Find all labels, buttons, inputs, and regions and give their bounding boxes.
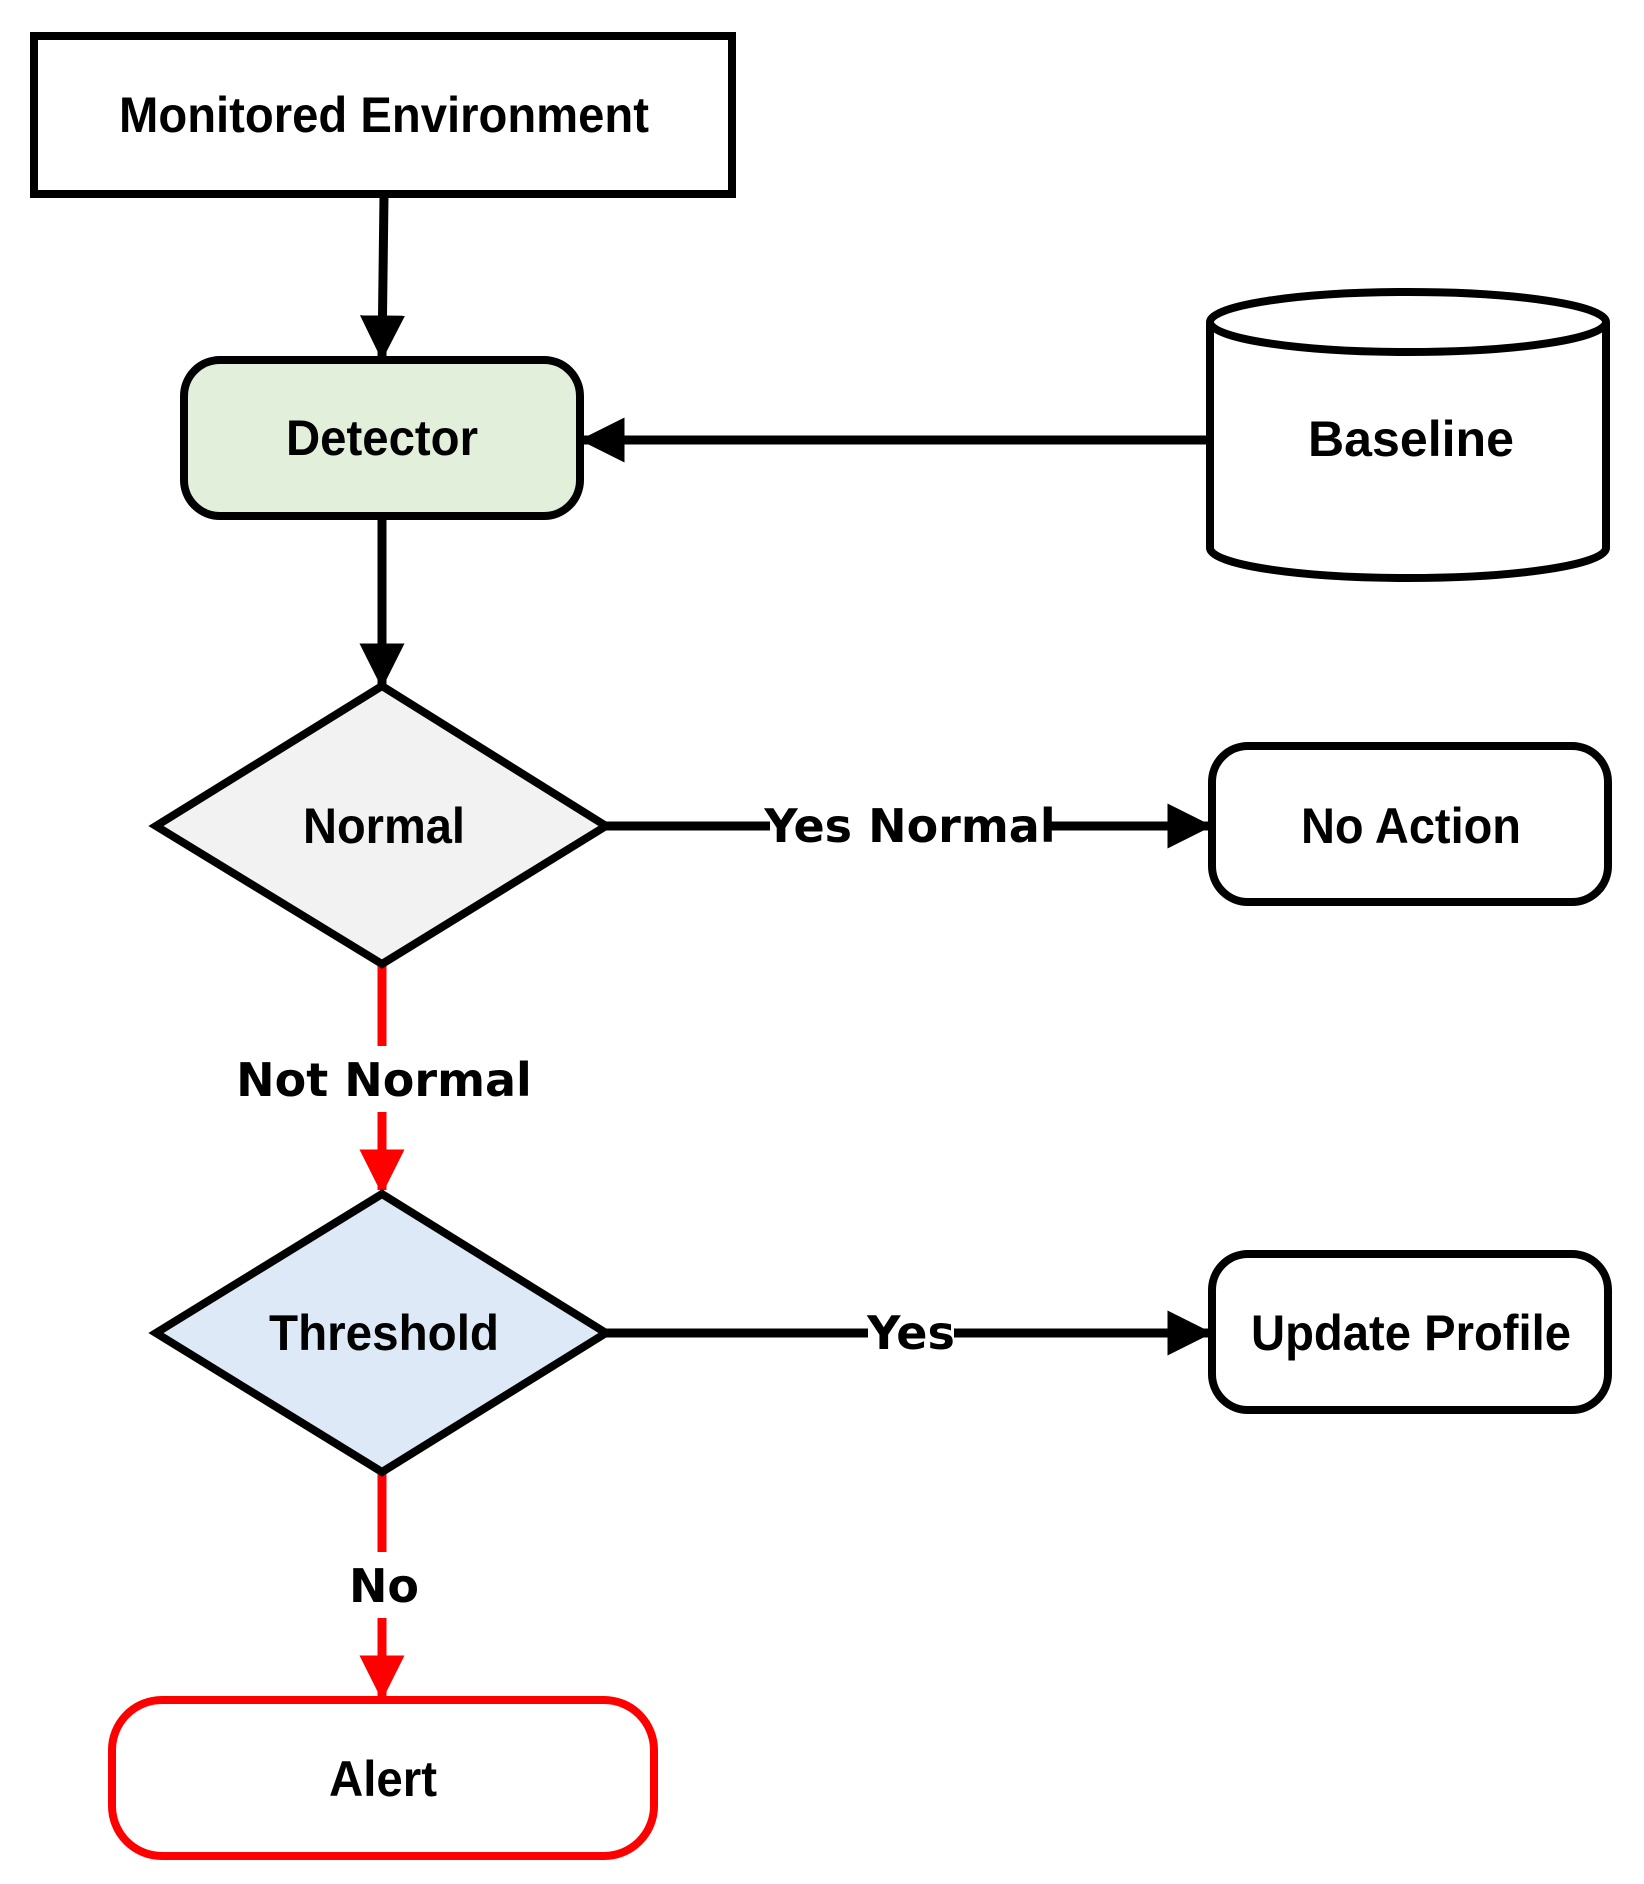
node-monitored-environment-label: Monitored Environment bbox=[119, 87, 649, 143]
node-no-action-shape bbox=[1208, 742, 1612, 906]
node-threshold: Threshold bbox=[148, 1189, 614, 1477]
node-threshold-diamond bbox=[148, 1189, 614, 1477]
node-baseline-cylinder-body bbox=[1206, 322, 1610, 582]
node-alert-shape bbox=[108, 1696, 658, 1860]
node-normal: Normal bbox=[148, 681, 614, 969]
node-update-profile: Update Profile bbox=[1208, 1250, 1612, 1414]
node-no-action: No Action bbox=[1208, 742, 1612, 906]
node-detector-shape bbox=[180, 356, 584, 520]
nodes: Monitored Environment Detector Baseline … bbox=[30, 32, 1612, 1860]
node-alert: Alert bbox=[108, 1696, 658, 1860]
edge-label-bg-yes-normal bbox=[770, 796, 1050, 856]
edge-label-bg-no bbox=[342, 1552, 426, 1618]
edge-label-yes-normal: Yes Normal bbox=[763, 799, 1055, 853]
node-alert-label: Alert bbox=[329, 1751, 437, 1807]
node-normal-diamond bbox=[148, 681, 614, 969]
edge-label-bg-not-normal bbox=[236, 1046, 536, 1112]
node-threshold-label: Threshold bbox=[269, 1305, 499, 1361]
node-monitored-environment: Monitored Environment bbox=[30, 32, 736, 198]
edge-label-bg-yes bbox=[868, 1303, 954, 1363]
node-baseline-label: Baseline bbox=[1308, 411, 1514, 467]
node-no-action-label: No Action bbox=[1301, 798, 1521, 854]
edge-label-yes: Yes bbox=[866, 1306, 955, 1360]
node-baseline: Baseline bbox=[1206, 288, 1610, 582]
edge-environment-to-detector bbox=[360, 195, 406, 361]
node-monitored-environment-shape bbox=[30, 32, 736, 198]
node-detector: Detector bbox=[180, 356, 584, 520]
node-detector-label: Detector bbox=[286, 410, 478, 466]
edges: Yes Normal Not Normal Yes No bbox=[236, 195, 1213, 1701]
node-normal-label: Normal bbox=[303, 798, 465, 854]
edge-label-not-normal: Not Normal bbox=[236, 1053, 532, 1107]
node-update-profile-shape bbox=[1208, 1250, 1612, 1414]
node-update-profile-label: Update Profile bbox=[1251, 1305, 1571, 1361]
edge-label-no: No bbox=[349, 1559, 419, 1613]
node-baseline-cylinder-top bbox=[1206, 288, 1610, 356]
